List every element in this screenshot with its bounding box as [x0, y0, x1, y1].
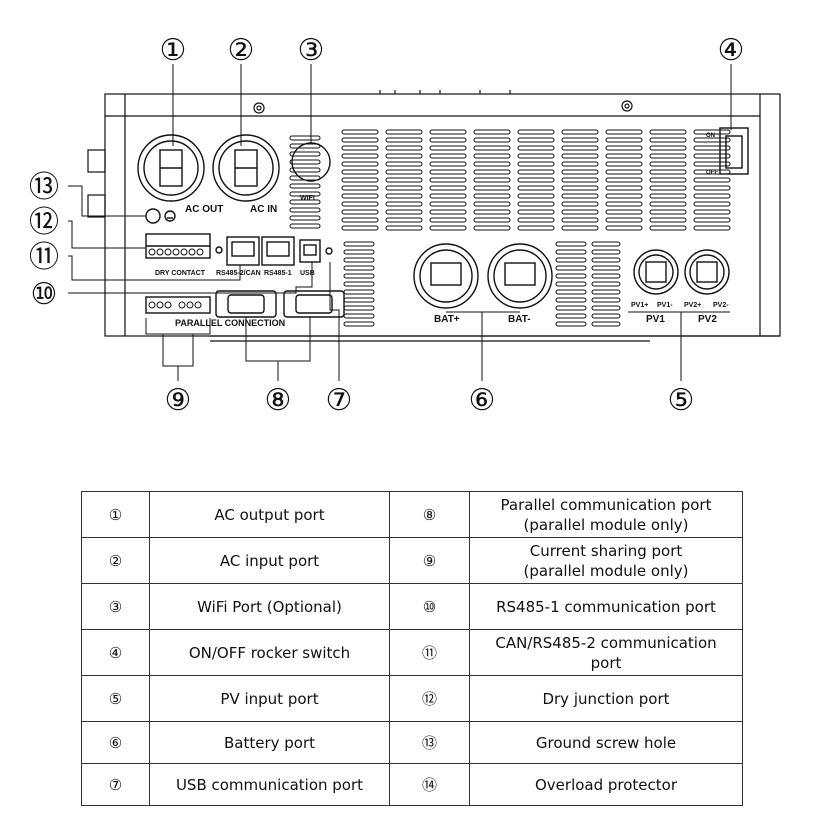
legend-description: ON/OFF rocker switch	[149, 629, 390, 676]
legend-number: ⑭	[389, 763, 470, 806]
legend-number: ⑩	[389, 583, 470, 630]
legend-description: Parallel communication port (parallel mo…	[469, 491, 743, 538]
callout-5: ⑤	[668, 383, 695, 418]
ventilation-grille	[289, 129, 731, 327]
legend-description: CAN/RS485-2 communication port	[469, 629, 743, 676]
legend-number: ⑥	[81, 721, 150, 764]
pv2-minus-label: PV2-	[713, 302, 729, 309]
battery-negative-connector-icon	[487, 243, 553, 309]
legend-number: ⑫	[389, 675, 470, 722]
ground-screw-icon	[145, 208, 161, 224]
callout-7: ⑦	[326, 383, 353, 418]
legend-description: AC output port	[149, 491, 390, 538]
ac-out-label: AC OUT	[185, 204, 223, 215]
legend-description: WiFi Port (Optional)	[149, 583, 390, 630]
legend-number: ⑦	[81, 763, 150, 806]
ac-in-connector-icon	[212, 134, 280, 202]
pv2-connector-icon	[684, 249, 730, 295]
callout-4: ④	[718, 33, 745, 68]
switch-off-label: OFF	[706, 170, 718, 176]
legend-number: ⑧	[389, 491, 470, 538]
current-sharing-terminal-icon	[145, 296, 211, 314]
legend-description: Overload protector	[469, 763, 743, 806]
wifi-port-icon	[291, 142, 331, 182]
legend-number: ②	[81, 537, 150, 584]
usb-port-icon	[299, 239, 321, 263]
legend-description: Dry junction port	[469, 675, 743, 722]
callout-10: ⑩	[31, 277, 58, 312]
callout-13: ⑬	[29, 170, 59, 205]
callout-8: ⑧	[265, 383, 292, 418]
legend-description: USB communication port	[149, 763, 390, 806]
callout-1: ①	[160, 33, 187, 68]
pv2-label: PV2	[698, 314, 717, 325]
legend-number: ⑪	[389, 629, 470, 676]
parallel-port-2-icon	[283, 290, 345, 318]
callout-2: ②	[228, 33, 255, 68]
callout-9: ⑨	[165, 383, 192, 418]
parallel-connection-label: PARALLEL CONNECTION	[175, 318, 285, 328]
legend-number: ③	[81, 583, 150, 630]
callout-3: ③	[298, 33, 325, 68]
rs485-1-label: RS485-1	[264, 270, 292, 277]
rs485-2-can-port-icon	[226, 236, 260, 266]
inverter-panel-diagram: AC OUT AC IN WIFI ON OFF DRY CONTACT RS4…	[29, 33, 781, 418]
legend-number: ④	[81, 629, 150, 676]
legend-description: RS485-1 communication port	[469, 583, 743, 630]
usb-label: USB	[300, 270, 315, 277]
panel-svg: AC OUT AC IN WIFI ON OFF DRY CONTACT RS4…	[29, 33, 781, 418]
rocker-switch-icon	[725, 135, 743, 169]
callout-12: ⑫	[29, 205, 59, 240]
callout-11: ⑪	[29, 240, 59, 275]
switch-on-label: ON	[706, 133, 715, 139]
legend-description: Current sharing port (parallel module on…	[469, 537, 743, 584]
ac-out-connector-icon	[137, 134, 205, 202]
pv1-plus-label: PV1+	[631, 302, 648, 309]
pv1-minus-label: PV1-	[657, 302, 673, 309]
bat-plus-label: BAT+	[434, 314, 460, 325]
wifi-label: WIFI	[300, 195, 315, 202]
legend-number: ⑤	[81, 675, 150, 722]
rs485-2-can-label: RS485-2/CAN	[216, 270, 261, 277]
pv1-connector-icon	[633, 249, 679, 295]
legend-description: AC input port	[149, 537, 390, 584]
dry-contact-label: DRY CONTACT	[155, 270, 206, 277]
battery-positive-connector-icon	[413, 243, 479, 309]
pv2-plus-label: PV2+	[684, 302, 701, 309]
legend-description: Battery port	[149, 721, 390, 764]
pv1-label: PV1	[646, 314, 665, 325]
rs485-1-port-icon	[261, 236, 295, 266]
legend-number: ⑬	[389, 721, 470, 764]
legend-number: ①	[81, 491, 150, 538]
legend-number: ⑨	[389, 537, 470, 584]
bat-minus-label: BAT-	[508, 314, 531, 325]
legend-description: Ground screw hole	[469, 721, 743, 764]
ac-in-label: AC IN	[250, 204, 277, 215]
legend-description: PV input port	[149, 675, 390, 722]
callout-6: ⑥	[469, 383, 496, 418]
